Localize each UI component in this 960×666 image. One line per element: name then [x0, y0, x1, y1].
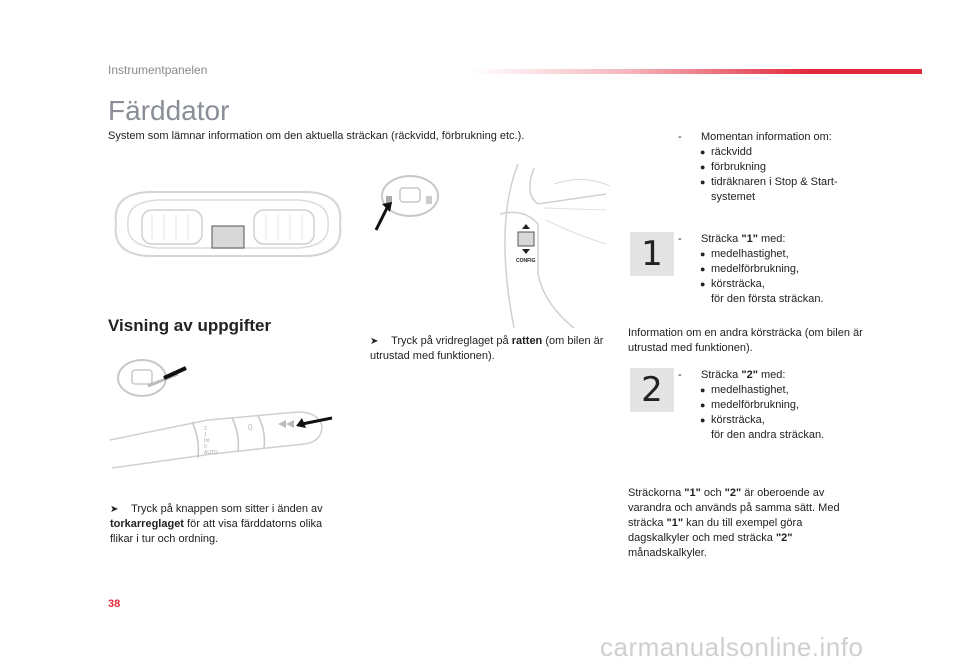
steering-wheel-small-illustration — [374, 175, 439, 231]
list-item: medelhastighet, — [700, 247, 878, 262]
instruction-arrow-icon: ➤ — [370, 336, 379, 347]
stalk-instruction: ➤ Tryck på knappen som sitter i änden av… — [110, 503, 323, 545]
stalk-pos-int: Int — [204, 438, 210, 444]
list-item: räckvidd — [700, 145, 878, 160]
second-trip-info: Information om en andra körsträcka (om b… — [628, 327, 863, 354]
stalk-pos-1: 1 — [204, 432, 207, 438]
header-accent-bar — [470, 69, 922, 74]
list-item: för den andra sträckan. — [711, 429, 825, 441]
page-number: 38 — [108, 598, 121, 610]
instrument-cluster-illustration — [114, 191, 342, 257]
list-item: för den första sträckan. — [711, 293, 824, 305]
stalk-pos-0: 0 — [204, 444, 207, 450]
list-item: körsträcka, — [700, 413, 878, 428]
trip-2-block: - Sträcka "2" med: medelhastighet, medel… — [678, 368, 878, 443]
watermark: carmanualsonline.info — [600, 632, 864, 662]
display-subheading: Visning av uppgifter — [108, 316, 272, 335]
wheel-stalk-small-illustration — [117, 359, 187, 397]
stalk-pos-auto: AUTO — [204, 450, 218, 456]
instruction-arrow-icon: ➤ — [110, 504, 119, 515]
independence-note: Sträckorna "1" och "2" är oberoende av v… — [628, 487, 840, 559]
list-item: tidräknaren i Stop & Start- — [700, 175, 878, 190]
steering-instruction: ➤ Tryck på vridreglaget på ratten (om bi… — [370, 335, 604, 362]
trip-2-number-badge: 2 — [630, 368, 674, 412]
stalk-pos-0-ring: 0 — [248, 423, 253, 432]
list-item: körsträcka, — [700, 277, 878, 292]
intro-text: System som lämnar information om den akt… — [108, 130, 525, 142]
list-item: medelhastighet, — [700, 383, 878, 398]
list-item: förbrukning — [700, 160, 878, 175]
page-title: Färddator — [108, 95, 230, 126]
config-label: CONFIG — [516, 258, 536, 264]
steering-wheel-config-illustration: CONFIG — [499, 164, 610, 328]
trip-1-block: - Sträcka "1" med: medelhastighet, medel… — [678, 232, 878, 307]
trip-1-number-badge: 1 — [630, 232, 674, 276]
list-item: medelförbrukning, — [700, 262, 878, 277]
list-item: medelförbrukning, — [700, 398, 878, 413]
list-item: systemet — [711, 191, 756, 203]
momentary-info-block: - Momentan information om: räckvidd förb… — [678, 130, 878, 205]
section-label: Instrumentpanelen — [108, 63, 208, 77]
stalk-pos-2: 2 — [204, 426, 207, 432]
wiper-stalk-illustration: 2 1 Int 0 AUTO 0 — [109, 411, 333, 469]
